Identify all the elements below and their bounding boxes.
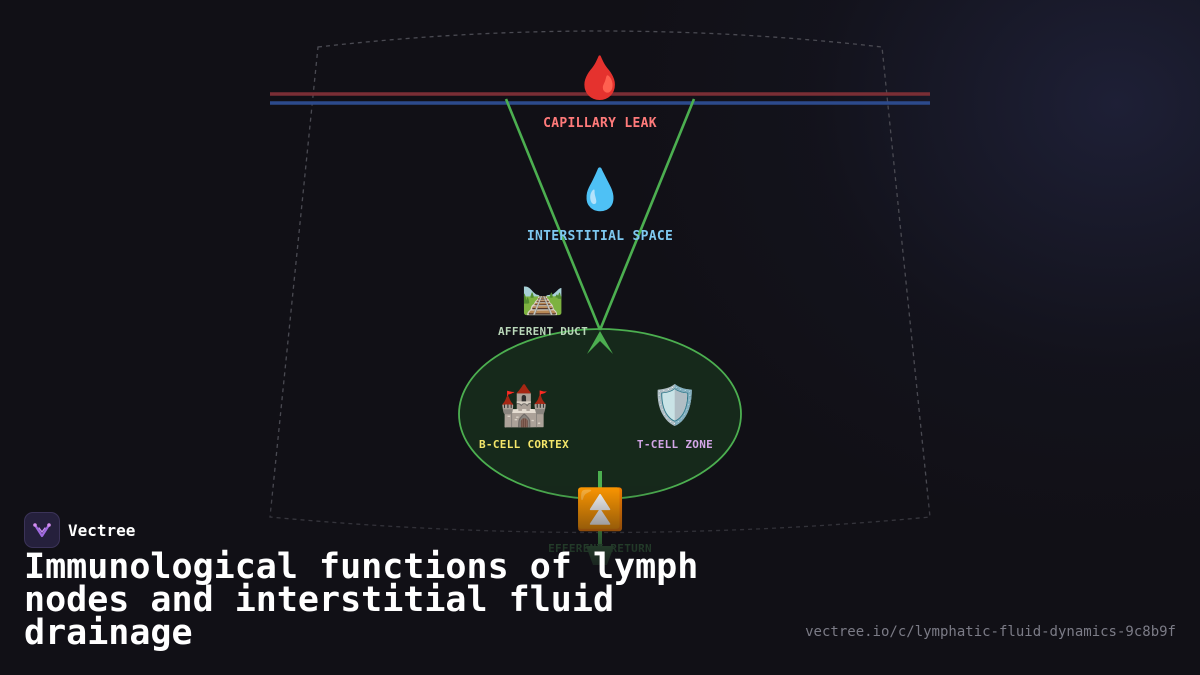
interstitial-space-label: INTERSTITIAL SPACE <box>526 229 674 244</box>
vectree-logo-icon <box>24 512 60 548</box>
t-cell-zone-label: T-CELL ZONE <box>636 438 714 451</box>
water-drop-icon: 💧 <box>575 167 625 213</box>
blood-drop-icon: 🩸 <box>573 53 627 102</box>
drainage-funnel-left <box>504 98 602 331</box>
double-up-arrow-icon: ⏫ <box>575 487 625 533</box>
brand: Vectree <box>24 512 135 548</box>
shield-icon: 🛡️ <box>651 383 699 427</box>
page-title: Immunological functions of lymph nodes a… <box>24 547 699 653</box>
capillary-leak-label: CAPILLARY LEAK <box>543 116 657 131</box>
afferent-duct-label: AFFERENT DUCT <box>498 325 588 338</box>
b-cell-cortex-label: B-CELL CORTEX <box>479 438 569 451</box>
brand-name: Vectree <box>68 520 136 540</box>
source-url[interactable]: vectree.io/c/lymphatic-fluid-dynamics-9c… <box>805 624 1176 640</box>
railway-track-icon: 🛤️ <box>521 277 565 317</box>
afferent-arrowhead <box>587 331 613 354</box>
drainage-funnel-right <box>598 98 696 331</box>
castle-icon: 🏰 <box>499 383 549 429</box>
logo-mark <box>33 523 51 538</box>
